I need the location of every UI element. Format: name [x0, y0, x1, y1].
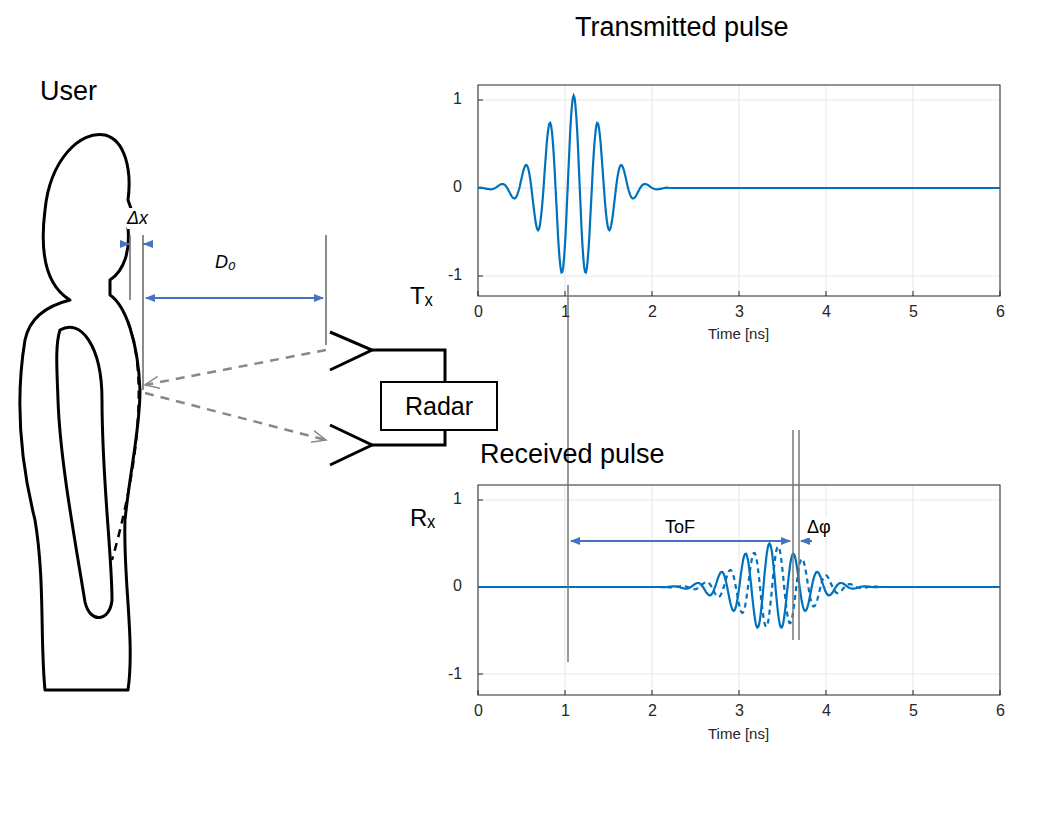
incident-ray [145, 350, 326, 385]
tick [652, 291, 653, 296]
tick-label: 1 [453, 90, 462, 108]
axis-title: Time [ns] [708, 725, 769, 742]
grid-line [478, 500, 1000, 501]
grid-line [478, 100, 1000, 101]
figure-label: User [40, 76, 97, 107]
tick-label: 0 [453, 178, 462, 196]
grid-line [478, 276, 1000, 277]
tick [478, 291, 479, 296]
tick [826, 291, 827, 296]
tof-arrow [571, 540, 790, 542]
tick-label: -1 [448, 665, 462, 683]
tick [565, 291, 566, 296]
tick-label: -1 [448, 266, 462, 284]
antenna-label: Tₓ [410, 282, 433, 310]
tick [478, 276, 483, 277]
grid-line [913, 485, 914, 695]
dx-arrowhead [121, 243, 129, 245]
tick-label: 3 [735, 303, 744, 321]
tick [739, 291, 740, 296]
tick-label: 0 [474, 702, 483, 720]
phase-arrow [801, 540, 812, 542]
plot-title: Transmitted pulse [575, 12, 789, 43]
grid-line [652, 485, 653, 695]
grid-line [478, 674, 1000, 675]
tick [913, 291, 914, 296]
radar-box: Radar [380, 381, 498, 431]
dimension-lines [130, 235, 326, 390]
reflected-ray [145, 393, 326, 440]
pulse-waveform [478, 96, 1000, 273]
phase-line [798, 430, 800, 640]
phase-line [792, 430, 794, 640]
d0-arrow [146, 297, 323, 299]
tick [1000, 291, 1001, 296]
tick-label: 0 [453, 577, 462, 595]
tick [565, 690, 566, 695]
tick-label: 1 [453, 490, 462, 508]
tick [913, 690, 914, 695]
tick [478, 690, 479, 695]
tick [1000, 690, 1001, 695]
dimension-label: D₀ [215, 252, 236, 273]
tick-label: 5 [909, 303, 918, 321]
tick-label: 1 [561, 303, 570, 321]
grid-line [652, 85, 653, 296]
tick [478, 500, 483, 501]
pulse-plots [478, 85, 1000, 695]
grid-line [565, 485, 566, 695]
tick-label: 3 [735, 702, 744, 720]
tick [826, 690, 827, 695]
user-silhouette [20, 134, 140, 690]
tick-label: 5 [909, 702, 918, 720]
grid-line [739, 85, 740, 296]
plot-frame [478, 485, 1000, 695]
plot-frame [478, 85, 1000, 296]
tick-label: 6 [996, 702, 1005, 720]
tick [478, 100, 483, 101]
tick-label: 1 [561, 702, 570, 720]
grid-line [913, 85, 914, 296]
tick-label: 2 [648, 702, 657, 720]
tof-start-line [567, 285, 569, 662]
tick [652, 690, 653, 695]
chest-displaced [112, 322, 139, 560]
annotation-label: Δφ [807, 517, 831, 538]
tick-label: 0 [474, 303, 483, 321]
tick-label: 4 [822, 702, 831, 720]
pulse-waveform [478, 544, 1000, 628]
tick-label: 6 [996, 303, 1005, 321]
tick [739, 690, 740, 695]
dimension-label: Δx [127, 208, 148, 229]
grid-line [826, 85, 827, 296]
dx-arrowhead [144, 243, 152, 245]
axis-title: Time [ns] [708, 325, 769, 342]
box-label: Radar [405, 392, 473, 421]
antenna-label: Rₓ [410, 504, 435, 532]
plot-title: Received pulse [480, 439, 665, 470]
tick-label: 2 [648, 303, 657, 321]
shifted-pulse [478, 547, 1000, 627]
annotation-label: ToF [665, 517, 695, 538]
grid-line [565, 85, 566, 296]
dx-arrow [121, 243, 130, 245]
tick [478, 674, 483, 675]
tick-label: 4 [822, 303, 831, 321]
